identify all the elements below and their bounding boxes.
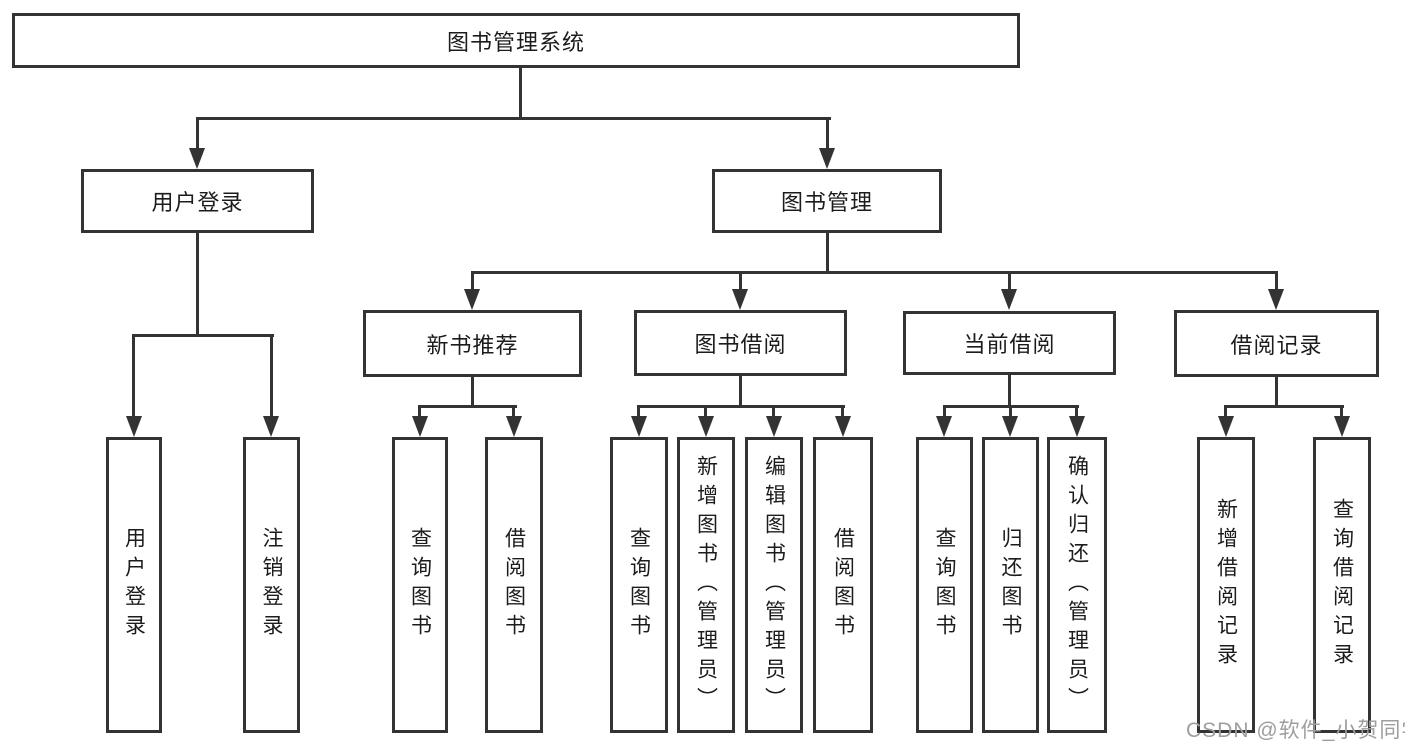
connector-bookmgmt-stem — [826, 231, 829, 274]
leaf-query-books-current: 查询图书 — [916, 437, 973, 733]
node-borrowing-records: 借阅记录 — [1174, 310, 1379, 377]
leaf-user-login: 用户登录 — [106, 437, 162, 733]
arrow-down-icon — [1218, 416, 1234, 437]
connector-bookmgmt-shaft-4 — [1275, 271, 1278, 293]
node-label: 图书管理 — [780, 190, 873, 215]
arrow-down-icon — [1069, 416, 1085, 437]
connector-borrow-shaft-4 — [841, 405, 844, 419]
arrow-down-icon — [1334, 416, 1350, 437]
leaf-label: 借阅图书 — [831, 527, 855, 643]
leaf-label: 查询借阅记录 — [1330, 498, 1354, 672]
connector-borrow-shaft-1 — [637, 405, 640, 419]
arrow-down-icon — [631, 416, 647, 437]
connector-bookmgmt-shaft-1 — [471, 271, 474, 293]
arrow-down-icon — [263, 416, 279, 437]
connector-newbook-shaft-1 — [418, 405, 421, 419]
connector-root-bar — [196, 117, 831, 120]
leaf-confirm-return-admin: 确认归还（管理员） — [1047, 437, 1107, 733]
leaf-label: 借阅图书 — [502, 527, 526, 643]
connector-records-shaft-2 — [1340, 405, 1343, 419]
leaf-logout: 注销登录 — [243, 437, 300, 733]
connector-records-shaft-1 — [1224, 405, 1227, 419]
watermark: CSDN @软件_小贺同学 — [1186, 719, 1405, 742]
leaf-edit-book-admin: 编辑图书（管理员） — [745, 437, 803, 733]
connector-bookmgmt-shaft-3 — [1008, 271, 1011, 293]
connector-borrow-bar — [637, 405, 845, 408]
node-new-book-recommendation: 新书推荐 — [363, 310, 582, 377]
connector-userlogin-right-shaft — [270, 334, 273, 418]
leaf-label: 确认归还（管理员） — [1065, 454, 1089, 716]
leaf-label: 新增借阅记录 — [1214, 498, 1238, 672]
arrow-down-icon — [412, 416, 428, 437]
connector-bookmgmt-bar — [471, 271, 1278, 274]
leaf-query-borrow-record: 查询借阅记录 — [1313, 437, 1371, 733]
connector-userlogin-stem — [196, 231, 199, 337]
leaf-add-borrow-record: 新增借阅记录 — [1197, 437, 1255, 733]
connector-root-stem — [519, 68, 522, 120]
node-library-management-system: 图书管理系统 — [12, 13, 1020, 68]
arrow-down-icon — [1001, 289, 1017, 310]
node-label: 借阅记录 — [1230, 332, 1323, 358]
leaf-return-books: 归还图书 — [982, 437, 1039, 733]
arrow-down-icon — [819, 148, 835, 169]
connector-current-shaft-1 — [943, 405, 946, 419]
connector-current-shaft-2 — [1009, 405, 1012, 419]
connector-userlogin-bar — [132, 334, 274, 337]
leaf-label: 用户登录 — [122, 527, 146, 643]
node-label: 图书管理系统 — [446, 29, 585, 55]
arrow-down-icon — [189, 148, 205, 169]
leaf-borrow-books-newbook: 借阅图书 — [485, 437, 543, 733]
connector-records-bar — [1224, 405, 1344, 408]
arrow-down-icon — [506, 416, 522, 437]
arrow-down-icon — [698, 416, 714, 437]
node-label: 图书借阅 — [694, 332, 787, 357]
connector-root-right-shaft — [826, 117, 829, 149]
leaf-label: 新增图书（管理员） — [694, 454, 718, 716]
arrow-down-icon — [1268, 289, 1284, 310]
connector-root-left-shaft — [196, 117, 199, 149]
arrow-down-icon — [936, 416, 952, 437]
connector-borrow-shaft-3 — [772, 405, 775, 419]
connector-newbook-stem — [471, 375, 474, 408]
node-current-borrowing: 当前借阅 — [903, 311, 1116, 375]
connector-newbook-shaft-2 — [512, 405, 515, 419]
leaf-add-book-admin: 新增图书（管理员） — [677, 437, 735, 733]
arrow-down-icon — [1002, 416, 1018, 437]
leaf-label: 查询图书 — [627, 527, 651, 643]
node-label: 新书推荐 — [426, 332, 519, 358]
leaf-label: 查询图书 — [408, 527, 432, 643]
connector-userlogin-left-shaft — [132, 334, 135, 418]
connector-records-stem — [1275, 375, 1278, 408]
leaf-query-books-borrow: 查询图书 — [610, 437, 668, 733]
connector-borrow-shaft-2 — [704, 405, 707, 419]
arrow-down-icon — [732, 289, 748, 310]
leaf-label: 归还图书 — [999, 527, 1022, 643]
leaf-label: 编辑图书（管理员） — [762, 454, 786, 716]
node-label: 当前借阅 — [963, 332, 1056, 357]
connector-borrow-stem — [739, 374, 742, 408]
connector-current-shaft-3 — [1075, 405, 1078, 419]
node-user-login: 用户登录 — [81, 169, 314, 233]
connector-bookmgmt-shaft-2 — [739, 271, 742, 293]
leaf-query-books-newbook: 查询图书 — [392, 437, 448, 733]
node-book-management: 图书管理 — [712, 169, 942, 233]
arrow-down-icon — [126, 416, 142, 437]
node-book-borrowing: 图书借阅 — [634, 310, 847, 376]
leaf-label: 查询图书 — [933, 527, 956, 643]
arrow-down-icon — [464, 289, 480, 310]
leaf-label: 注销登录 — [260, 527, 283, 643]
arrow-down-icon — [766, 416, 782, 437]
node-label: 用户登录 — [151, 190, 244, 215]
arrow-down-icon — [835, 416, 851, 437]
connector-current-stem — [1008, 373, 1011, 408]
leaf-borrow-books: 借阅图书 — [813, 437, 873, 733]
connector-newbook-bar — [419, 405, 517, 408]
